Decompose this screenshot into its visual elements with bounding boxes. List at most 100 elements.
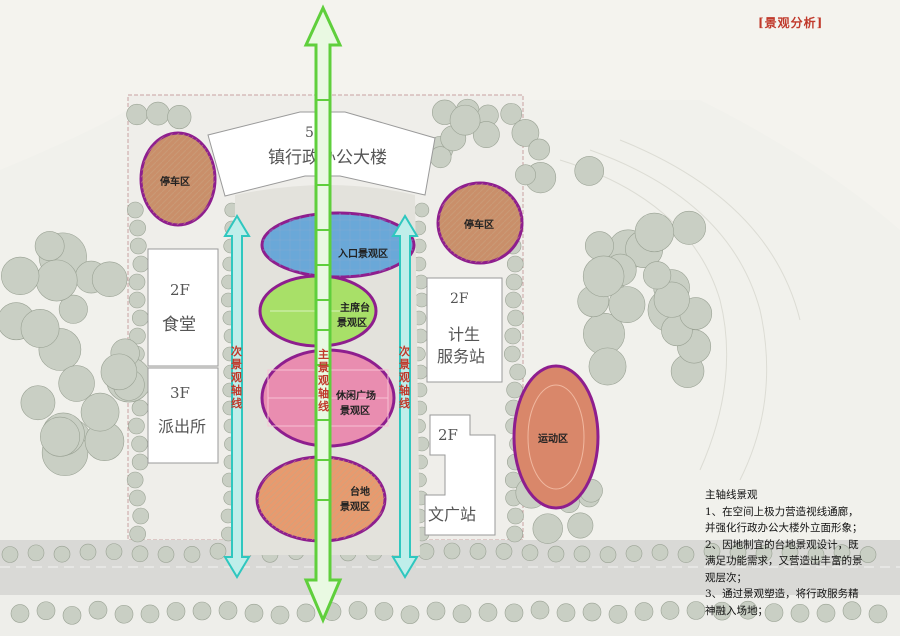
secondary-axis-right-label: 次景观轴线 <box>398 344 410 410</box>
main-axis: 主景观轴线 <box>303 4 343 624</box>
tree <box>131 399 149 417</box>
tree <box>58 365 95 402</box>
tree <box>270 605 290 625</box>
tree <box>20 385 56 421</box>
tree <box>469 543 487 560</box>
tree <box>79 543 97 561</box>
tree <box>131 453 149 471</box>
notes-line: 观层次； <box>705 571 747 584</box>
tree <box>511 119 540 147</box>
tree <box>634 602 654 621</box>
tree <box>506 255 524 273</box>
tree <box>58 294 88 324</box>
leisure-label-line1: 休闲广场 <box>335 389 376 402</box>
tree <box>218 601 238 620</box>
tree <box>660 601 680 620</box>
tree <box>703 542 721 560</box>
secondary-axis-left-label: 次景观轴线 <box>230 344 242 410</box>
tree <box>556 603 576 623</box>
tree <box>842 601 862 621</box>
diagram-title: [景观分析] <box>758 16 824 30</box>
rostrum-label-line1: 主席台 <box>340 301 370 314</box>
tree <box>599 546 617 564</box>
tree <box>348 601 368 620</box>
tree <box>859 546 877 563</box>
terrace-label-line1: 台地 <box>350 485 370 498</box>
tree <box>764 603 784 622</box>
terrace-label-line2: 景观区 <box>340 501 370 513</box>
notes-line: 1、在空间上极力营造视线通廊， <box>705 505 859 518</box>
tree <box>582 255 625 298</box>
tree <box>129 525 146 543</box>
police-building: 3F 派出所 <box>147 367 219 464</box>
tree <box>495 543 513 560</box>
tree <box>414 202 430 218</box>
tree <box>100 353 138 391</box>
tree <box>625 545 643 562</box>
tree <box>790 603 810 623</box>
tree <box>127 201 144 219</box>
tree <box>62 606 82 625</box>
tree <box>10 604 30 623</box>
main-axis-label: 主景观轴线 <box>317 347 329 413</box>
parking-right-zone: 停车区 <box>436 181 524 265</box>
police-floor: 3F <box>170 384 190 402</box>
tree <box>126 103 148 126</box>
notes-line: 满足功能需求，又营造出丰富的景 <box>705 555 863 567</box>
tree <box>34 231 65 261</box>
tree <box>20 309 60 348</box>
tree <box>582 602 602 622</box>
entrance-label: 入口景观区 <box>338 248 388 260</box>
tree <box>40 416 81 457</box>
tree <box>504 603 524 623</box>
tree <box>574 156 605 186</box>
tree <box>35 259 78 302</box>
tree <box>192 601 212 621</box>
tree <box>509 363 527 381</box>
tree <box>686 601 706 620</box>
leisure-label-line2: 景观区 <box>340 405 370 417</box>
tree <box>584 231 614 261</box>
tree <box>608 605 628 624</box>
tree <box>515 164 536 186</box>
tree <box>677 546 695 563</box>
tree <box>183 546 201 563</box>
tree <box>868 604 888 624</box>
secondary-axis-right: 次景观轴线 <box>391 214 419 579</box>
tree <box>653 281 690 318</box>
tree <box>132 309 149 327</box>
tree <box>532 513 563 544</box>
tree <box>128 291 146 309</box>
family-planning-building: 2F 计生 服务站 <box>426 277 503 383</box>
tree <box>296 603 316 623</box>
entrance-zone: 入口景观区 <box>260 211 416 279</box>
tree <box>478 603 498 622</box>
tree <box>209 542 227 560</box>
canteen-floor: 2F <box>170 281 190 299</box>
tree <box>505 291 522 309</box>
tree <box>755 545 773 562</box>
tree <box>521 544 539 561</box>
tree <box>443 542 461 560</box>
tree <box>244 603 264 623</box>
tree <box>36 601 56 621</box>
tree <box>417 543 435 560</box>
parking-left-zone: 停车区 <box>139 131 217 227</box>
tree <box>530 600 550 620</box>
sports-zone: 运动区 <box>512 364 600 510</box>
tree <box>500 103 523 125</box>
tree <box>833 544 851 561</box>
tree <box>27 544 45 562</box>
notes-line: 并强化行政办公大楼外立面形象； <box>705 522 863 534</box>
tree <box>505 273 523 291</box>
notes-line: 3、通过景观塑造，将行政服务精 <box>705 588 859 600</box>
tree <box>129 219 146 237</box>
tree <box>449 104 481 136</box>
culture-building: 2F 文广站 <box>424 414 496 536</box>
tree <box>1 546 19 563</box>
notes-line: 2、因地制宜的台地景观设计，既 <box>705 538 859 551</box>
tree <box>503 345 521 363</box>
tree <box>712 601 732 621</box>
tree <box>88 600 108 620</box>
